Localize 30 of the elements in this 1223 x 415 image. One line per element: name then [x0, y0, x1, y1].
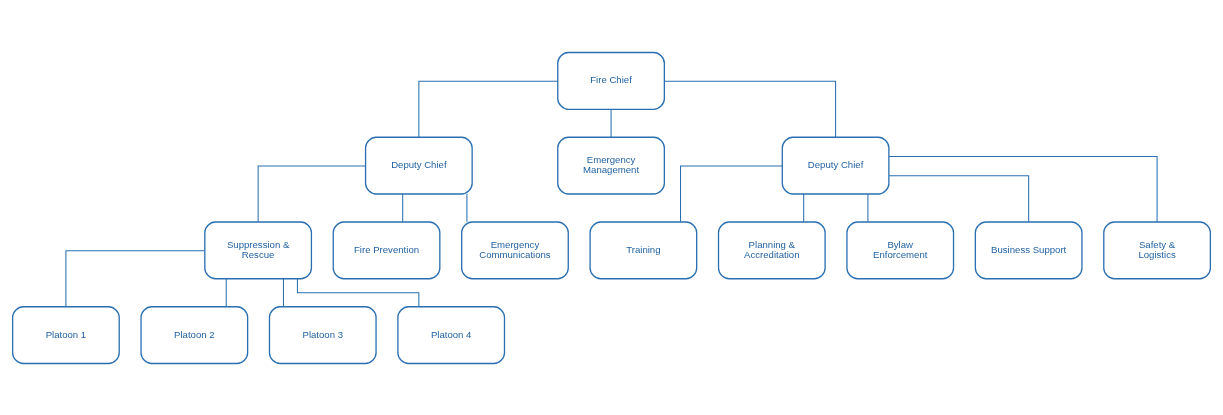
connector — [888, 155, 1158, 222]
connector — [257, 165, 367, 222]
node-box: Emergency Management — [557, 136, 665, 195]
connector — [888, 174, 1030, 222]
connector — [466, 193, 468, 222]
node-box: Deputy Chief — [364, 136, 473, 195]
node-box: Business Support — [974, 220, 1083, 279]
node-box: Platoon 3 — [268, 305, 377, 364]
connector — [225, 277, 227, 307]
node-box: Fire Prevention — [332, 220, 441, 279]
connector — [282, 277, 284, 307]
node-box: Platoon 4 — [397, 305, 506, 364]
node-box: Platoon 1 — [11, 305, 120, 364]
connector — [402, 193, 404, 222]
node-box: Fire Chief — [557, 51, 665, 110]
connector — [867, 193, 869, 222]
node-box: Platoon 2 — [140, 305, 249, 364]
connector — [418, 80, 559, 138]
node-box: Safety & Logistics — [1103, 220, 1212, 279]
connector — [664, 80, 837, 138]
node-box: Planning & Accreditation — [717, 220, 826, 279]
connector — [803, 193, 805, 222]
node-box: Deputy Chief — [781, 136, 890, 195]
node-box: Bylaw Enforcement — [846, 220, 955, 279]
connector — [65, 249, 206, 307]
connector — [680, 165, 783, 222]
node-box: Emergency Communications — [461, 220, 569, 279]
connector — [610, 108, 612, 138]
node-box: Training — [589, 220, 698, 279]
node-box: Suppression & Rescue — [204, 220, 313, 279]
